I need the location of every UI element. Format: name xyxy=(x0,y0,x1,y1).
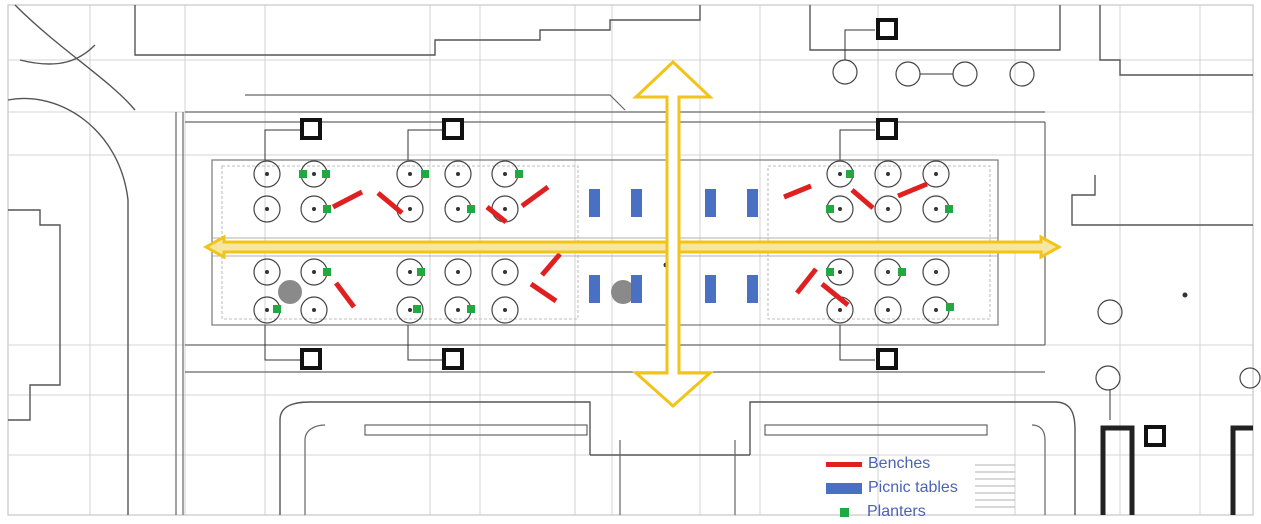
stair-hatch xyxy=(975,464,1015,508)
legend-label: Benches xyxy=(868,455,931,472)
legend-item-planter: Planters xyxy=(826,500,986,524)
planter xyxy=(323,268,331,276)
planter xyxy=(946,303,954,311)
tree-symbol-icon xyxy=(491,296,519,324)
circulation-arrow-icon xyxy=(202,234,1063,260)
picnic-table xyxy=(705,275,716,303)
picnic-table-swatch-icon xyxy=(826,482,862,494)
legend-label: Picnic tables xyxy=(868,479,958,496)
planter xyxy=(323,205,331,213)
planters xyxy=(273,170,954,313)
building-outlines xyxy=(7,4,1253,515)
planter xyxy=(846,170,854,178)
legend: Benches Picnic tables Planters xyxy=(826,452,986,524)
bench xyxy=(897,181,928,199)
bench xyxy=(783,183,812,200)
picnic-table xyxy=(631,189,642,217)
tree-symbol-icon xyxy=(1097,299,1123,325)
tree-symbol-icon xyxy=(922,160,950,188)
bench xyxy=(820,282,850,307)
circulation-arrow-icon xyxy=(632,59,714,409)
tree-symbol-icon xyxy=(253,195,281,223)
bench xyxy=(529,281,558,304)
planter xyxy=(421,170,429,178)
planter xyxy=(467,305,475,313)
bench-swatch-icon xyxy=(826,461,862,467)
picnic-table xyxy=(589,275,600,303)
picnic-table xyxy=(747,189,758,217)
bench xyxy=(334,281,356,309)
bench xyxy=(520,184,550,209)
legend-label: Planters xyxy=(867,503,926,520)
tree-symbol-icon xyxy=(1009,61,1035,87)
tree-symbol-icon xyxy=(1095,365,1121,391)
tree-symbol-icon xyxy=(874,195,902,223)
legend-item-picnic-table: Picnic tables xyxy=(826,476,986,500)
bench xyxy=(850,188,875,210)
legend-item-bench: Benches xyxy=(826,452,986,476)
tree-symbol-icon xyxy=(444,258,472,286)
planter-swatch-icon xyxy=(840,507,849,517)
bench xyxy=(331,189,364,210)
circulation-arrows xyxy=(202,59,1063,409)
tree-symbol-icon xyxy=(300,296,328,324)
planter xyxy=(273,305,281,313)
bench xyxy=(540,252,562,277)
picnic-table xyxy=(631,275,642,303)
tree-symbol-icon xyxy=(874,160,902,188)
tree-symbol-icon xyxy=(491,258,519,286)
tree-symbol-icon xyxy=(874,296,902,324)
planter xyxy=(467,205,475,213)
tree-symbol-icon xyxy=(253,258,281,286)
picnic-tables xyxy=(589,189,758,303)
bench xyxy=(795,267,818,295)
bench xyxy=(376,191,404,215)
gray-marker xyxy=(278,280,302,304)
planter xyxy=(515,170,523,178)
planter xyxy=(826,205,834,213)
benches xyxy=(331,181,928,309)
road-edges xyxy=(175,94,1046,515)
tree-symbol-icon xyxy=(253,160,281,188)
planter xyxy=(417,268,425,276)
tree-symbol-icon xyxy=(444,160,472,188)
bench xyxy=(485,205,508,224)
planter xyxy=(898,268,906,276)
tree-symbol-icon xyxy=(1239,367,1261,389)
tree-symbol-icon xyxy=(396,296,424,324)
tree-symbols xyxy=(253,59,1261,391)
picnic-table xyxy=(747,275,758,303)
parking-structures xyxy=(1100,425,1253,515)
gray-marker xyxy=(611,280,635,304)
utility-leaders xyxy=(264,29,1111,420)
planter xyxy=(299,170,307,178)
planter xyxy=(322,170,330,178)
picnic-table xyxy=(705,189,716,217)
planter xyxy=(413,305,421,313)
planter xyxy=(826,268,834,276)
tree-symbol-icon xyxy=(922,258,950,286)
utility-boxes xyxy=(300,18,1166,447)
picnic-table xyxy=(589,189,600,217)
tree-centers xyxy=(265,172,1188,312)
planter xyxy=(945,205,953,213)
